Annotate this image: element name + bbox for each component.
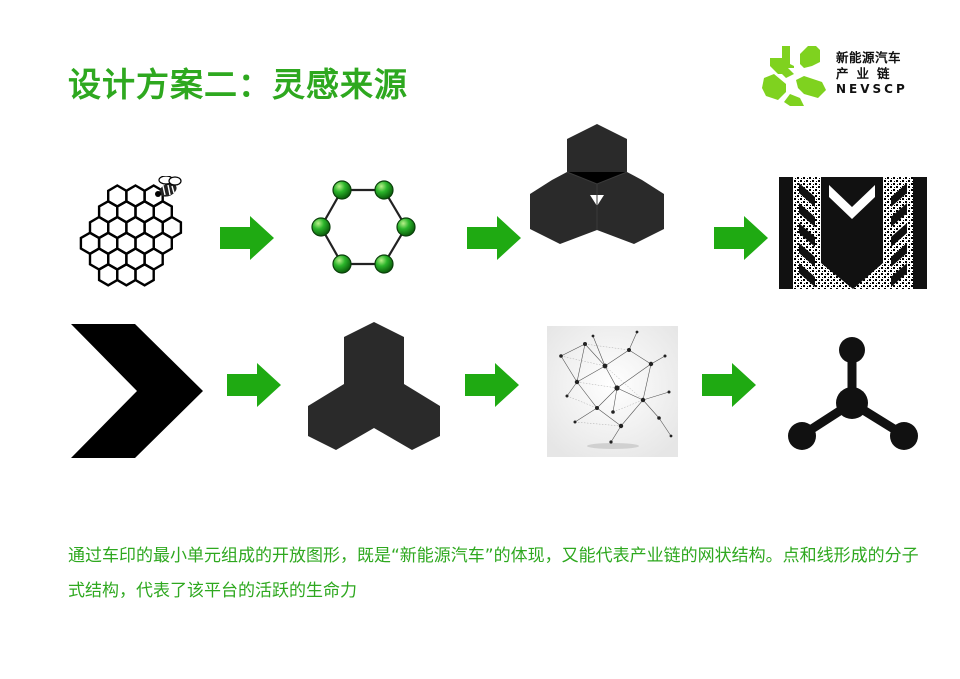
three-node-connector-icon (788, 337, 918, 450)
honeycomb-cell (116, 262, 137, 287)
arrow-icon (467, 216, 521, 260)
logo-en: NEVSCP (836, 82, 908, 96)
honeycomb-cell (97, 262, 119, 287)
logo-cn-line2: 产业链 (836, 66, 898, 81)
tire-tread-texture (779, 177, 927, 289)
honeycomb-icon (79, 176, 183, 287)
network-mesh-image (547, 326, 678, 457)
logo-cn-line1: 新能源汽车 (836, 50, 902, 65)
arrow-icon (702, 363, 756, 407)
hexagon-molecule-icon (311, 180, 416, 274)
honeycomb-cell (134, 262, 155, 287)
arrow-icon (465, 363, 519, 407)
three-lobe-hexagon-icon (530, 124, 664, 244)
arrow-icon (714, 216, 768, 260)
nevscp-logo (762, 46, 826, 106)
three-lobe-tripod-icon (308, 322, 440, 450)
chevron-icon (71, 324, 203, 458)
logo-text: 新能源汽车 产业链 NEVSCP (836, 50, 908, 97)
page-title: 设计方案二：灵感来源 (68, 65, 408, 104)
bee-icon (155, 176, 182, 197)
arrow-icon (220, 216, 274, 260)
arrow-icon (227, 363, 281, 407)
description-text: 通过车印的最小单元组成的开放图形，既是“新能源汽车”的体现，又能代表产业链的网状… (68, 546, 919, 601)
